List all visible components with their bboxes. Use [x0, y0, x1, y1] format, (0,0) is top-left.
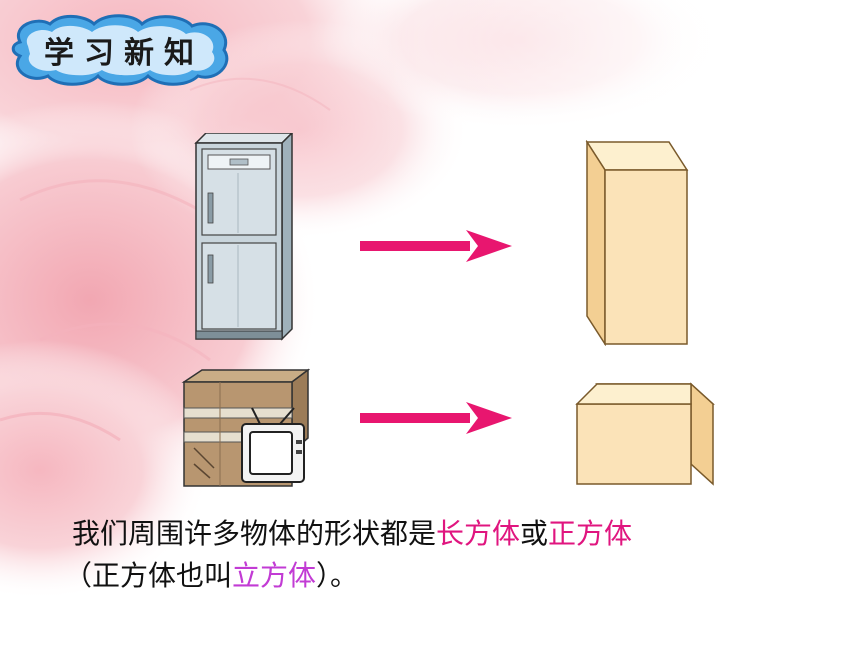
caption-text-before: 我们周围许多物体的形状都是: [72, 517, 437, 550]
caption-connector: 或: [520, 517, 549, 550]
arrow-right-icon: [360, 402, 512, 434]
term-cuboid: 长方体: [436, 517, 521, 550]
term-cube: 正方体: [548, 517, 633, 550]
tv-box-icon: [181, 368, 310, 487]
caption-line-1: 我们周围许多物体的形状都是长方体或正方体: [72, 512, 632, 552]
caption-line-2: （正方体也叫立方体）。: [64, 554, 358, 594]
cuboid-shape: [585, 140, 689, 346]
term-cube-alt: 立方体: [232, 559, 317, 592]
badge-title: 学习新知: [44, 36, 204, 71]
cube-shape: [575, 382, 715, 486]
refrigerator-icon: [194, 133, 294, 341]
cloud-badge-shape: [11, 14, 229, 86]
section-badge: 学习新知: [6, 12, 236, 88]
caption-open: （正方体也叫: [64, 559, 233, 592]
arrow-right-icon: [360, 230, 512, 262]
caption-close: ）。: [316, 559, 359, 592]
